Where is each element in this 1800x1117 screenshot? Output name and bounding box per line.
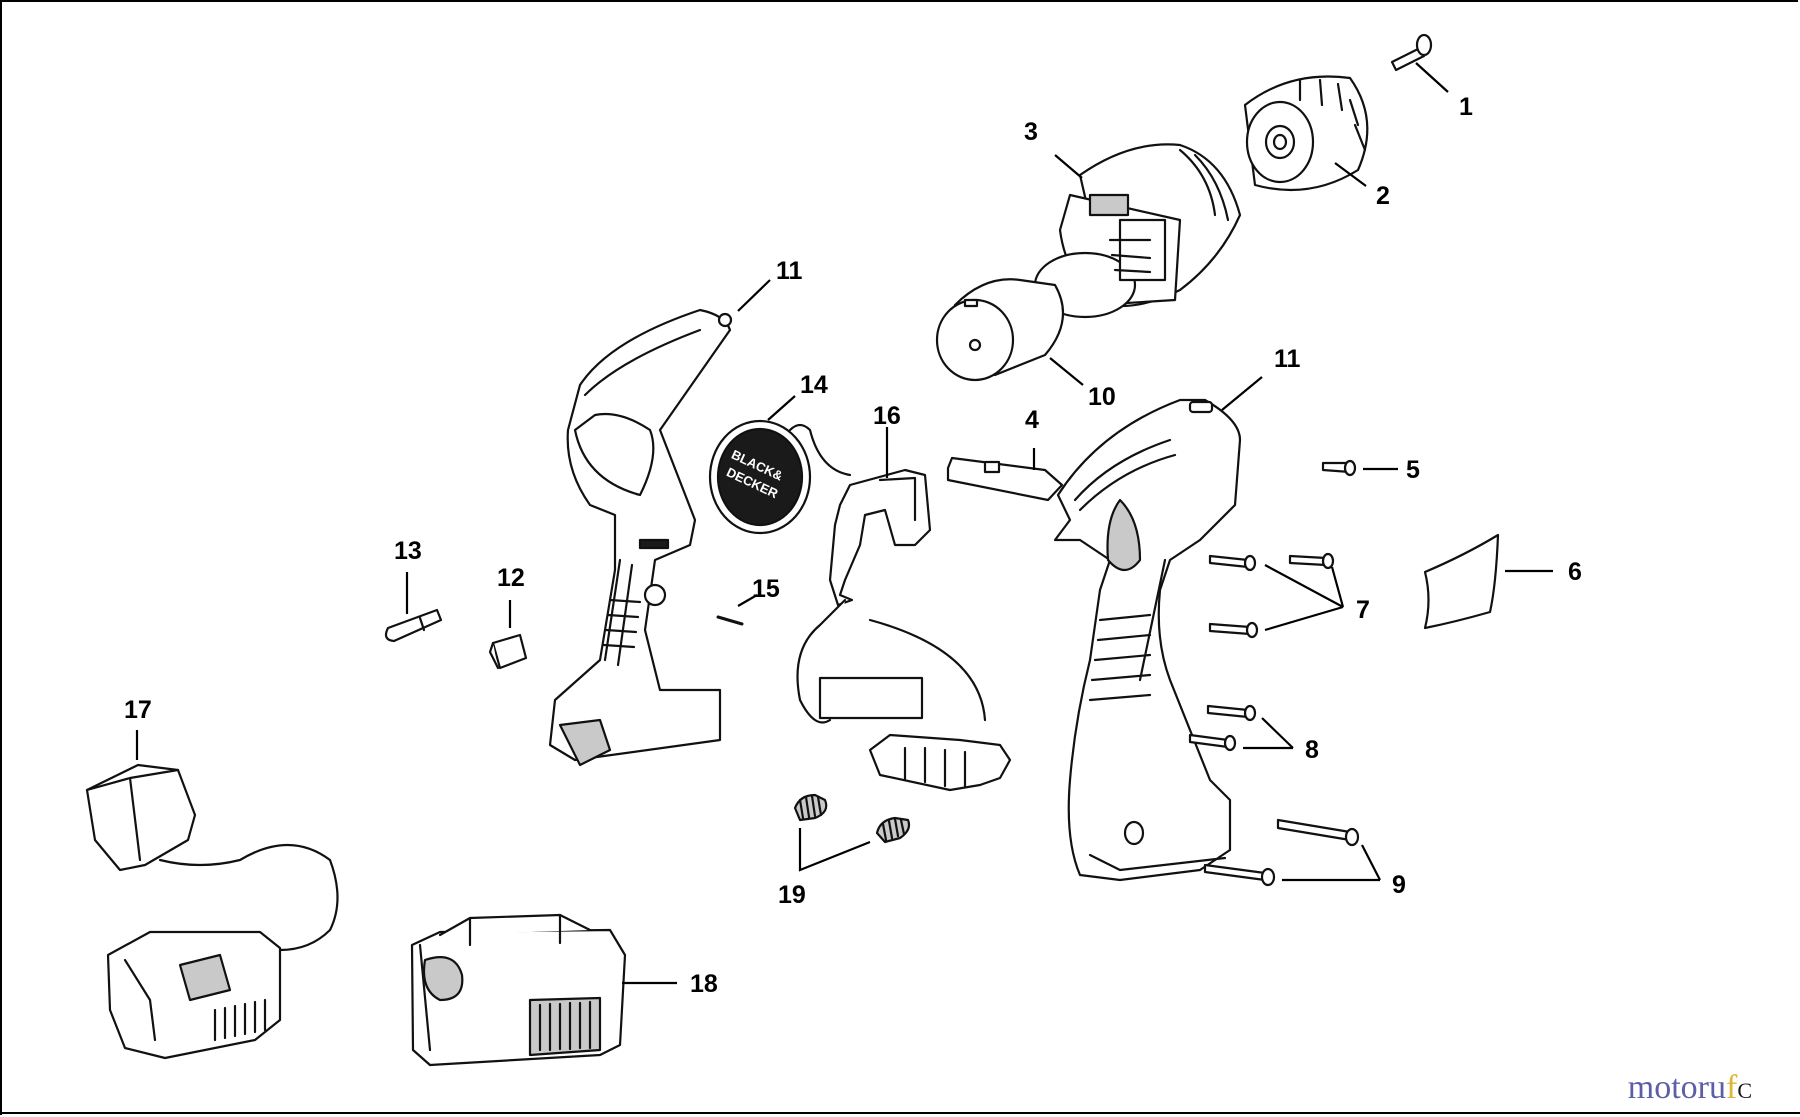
leader-3	[1054, 154, 1083, 179]
part-5-screw	[1321, 459, 1357, 477]
part-4-forward-reverse-button	[946, 456, 1064, 502]
callout-9: 9	[1392, 871, 1406, 899]
part-16-switch	[788, 423, 1012, 792]
leader-8a	[1261, 717, 1294, 749]
watermark-logo: motorufC	[1628, 1069, 1752, 1107]
callout-8: 8	[1305, 736, 1319, 764]
bottom-rule	[0, 1112, 1800, 1114]
leader-19	[798, 828, 871, 872]
leader-10	[1049, 357, 1084, 386]
callout-17: 17	[124, 696, 152, 724]
callout-2: 2	[1376, 182, 1390, 210]
callout-11b: 11	[1274, 345, 1301, 373]
callout-7: 7	[1356, 596, 1370, 624]
leader-2	[1334, 162, 1367, 187]
part-7-screws	[1208, 552, 1335, 639]
part-10-motor	[935, 278, 1065, 382]
leader-11b	[1221, 376, 1263, 411]
part-6-label-strip	[1423, 533, 1500, 630]
leader-7b	[1330, 566, 1345, 608]
part-1-screw	[1390, 33, 1433, 72]
part-13-screwdriver-bit	[384, 608, 443, 643]
leader-7c	[1264, 605, 1344, 632]
callout-5: 5	[1406, 456, 1420, 484]
callout-13: 13	[394, 537, 422, 565]
callout-4: 4	[1025, 406, 1039, 434]
part-19-springs	[793, 793, 911, 844]
callout-15: 15	[752, 575, 780, 603]
callout-19: 19	[778, 881, 806, 909]
leader-15	[737, 594, 758, 607]
leader-9a	[1361, 844, 1381, 881]
part-8-screws	[1188, 704, 1257, 752]
callout-18: 18	[690, 970, 718, 998]
callout-16: 16	[873, 402, 901, 430]
part-2-chuck	[1243, 75, 1369, 192]
part-3-gearbox	[1033, 143, 1242, 319]
part-18-battery-pack	[410, 913, 627, 1067]
part-9-long-screws	[1203, 818, 1360, 887]
watermark-text: motoru	[1627, 1069, 1726, 1106]
part-17-charger	[85, 763, 339, 1060]
part-14-label-badge: BLACK& DECKER	[708, 419, 812, 535]
callout-3: 3	[1024, 118, 1038, 146]
callout-1: 1	[1459, 93, 1473, 121]
leader-7a	[1264, 564, 1344, 608]
part-11-housing-right	[1053, 398, 1242, 882]
leader-1	[1415, 62, 1449, 93]
watermark-accent: f	[1725, 1069, 1738, 1106]
part-11-housing-left	[548, 308, 733, 767]
callout-12: 12	[497, 564, 525, 592]
part-15-pin	[716, 615, 744, 626]
part-12-bit-clip	[488, 633, 528, 670]
callout-10: 10	[1088, 383, 1116, 411]
watermark-mark: C	[1737, 1078, 1752, 1103]
callout-14: 14	[800, 371, 828, 399]
leader-14	[767, 395, 796, 421]
leader-11a	[737, 279, 771, 312]
callout-6: 6	[1568, 558, 1582, 586]
callout-11a: 11	[776, 257, 803, 285]
